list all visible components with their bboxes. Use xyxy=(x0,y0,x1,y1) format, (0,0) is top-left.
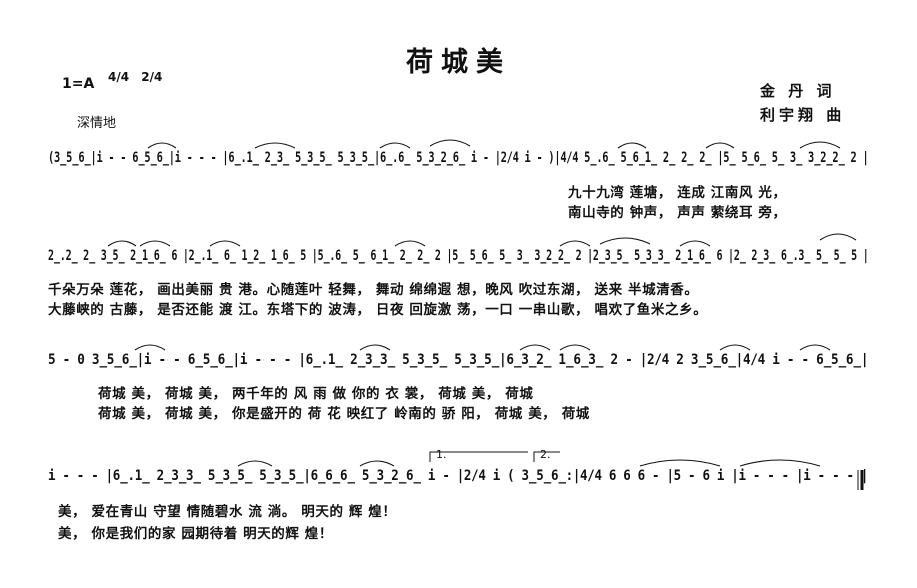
lyric-verse-2: 大藤峡的 古藤， 是否还能 渡 江。东塔下的 波涛， 日夜 回旋激 荡，一口 一… xyxy=(48,302,708,318)
slur xyxy=(719,344,751,351)
slur xyxy=(705,142,735,149)
slur xyxy=(679,240,711,247)
lyric-verse-1: 九十九湾 莲塘， 连成 江南风 光， xyxy=(568,185,787,201)
key-signature: 1=A xyxy=(62,76,95,92)
time-signature-4-4: 4/4 xyxy=(108,70,130,84)
slur xyxy=(799,344,831,351)
notation-line: (3̲5̲6̲|i - - 6̲5̲6̲|i - - - |6̲.1̲ 2̲3̲… xyxy=(48,150,869,166)
lyric-verse-1: 荷城 美， 荷城 美， 两千年的 风 雨 做 你的 衣 裳， 荷城 美， 荷城 xyxy=(98,386,534,402)
lyric-verse-1: 千朵万朵 莲花， 画出美丽 贵 港。心随莲叶 轻舞， 舞动 绵绵遐 想，晚风 吹… xyxy=(48,282,699,298)
slur xyxy=(237,460,273,467)
time-signatures: 4/4 2/4 xyxy=(108,70,170,84)
composer-credit: 利宇翔 曲 xyxy=(760,106,846,124)
slur xyxy=(429,139,471,147)
slur xyxy=(599,237,651,245)
volta-2-label: 2. xyxy=(540,448,551,461)
time-signature-2-4: 2/4 xyxy=(141,70,163,84)
score-system-1: (3̲5̲6̲|i - - 6̲5̲6̲|i - - - |6̲.1̲ 2̲3̲… xyxy=(48,150,869,166)
slur xyxy=(559,344,591,351)
lyric-verse-2: 美， 你是我们的家 园期待着 明天的辉 煌！ xyxy=(58,526,333,542)
slur xyxy=(359,344,391,351)
slur xyxy=(139,240,171,247)
slur xyxy=(134,344,166,351)
slur xyxy=(107,240,137,247)
slur xyxy=(394,240,426,247)
notation-line: i - - - |6̲.1̲ 2̲3̲3̲ 5̲3̲5̲ 5̲3̲5̲|6̲6̲… xyxy=(48,468,869,484)
score-system-3: 5 - 0 3̲5̲6̲|i - - 6̲5̲6̲|i - - - |6̲.1̲… xyxy=(48,352,868,368)
lyric-verse-1: 美， 爱在青山 守望 情随碧水 流 淌。 明天的 辉 煌！ xyxy=(58,504,397,520)
slur xyxy=(739,459,821,467)
score-system-4: i - - - |6̲.1̲ 2̲3̲3̲ 5̲3̲5̲ 5̲3̲5̲|6̲6̲… xyxy=(48,468,868,484)
slur xyxy=(617,142,647,149)
score-system-2: 2̲.2̲ 2̲ 3̲5̲ 2̲1̲6̲ 6 |2̲.1̲ 6̲ 1̲2̲ 1̲… xyxy=(48,248,869,264)
slur xyxy=(379,142,411,149)
slur xyxy=(819,233,857,241)
slur xyxy=(209,240,241,247)
lyric-verse-2: 南山寺的 钟声， 声声 萦绕耳 旁， xyxy=(568,205,787,221)
slur xyxy=(359,460,395,467)
tempo-marking: 深情地 xyxy=(77,116,117,131)
slur xyxy=(254,142,296,149)
slur xyxy=(147,142,177,149)
notation-line: 2̲.2̲ 2̲ 3̲5̲ 2̲1̲6̲ 6 |2̲.1̲ 6̲ 1̲2̲ 1̲… xyxy=(48,248,869,264)
slur xyxy=(799,141,841,149)
slur xyxy=(559,240,591,247)
lyric-verse-2: 荷城 美， 荷城 美， 你是盛开的 荷 花 映红了 岭南的 骄 阳， 荷城 美，… xyxy=(98,406,590,422)
slur xyxy=(639,459,721,467)
song-title: 荷城美 xyxy=(406,47,511,78)
slur xyxy=(519,344,551,351)
notation-line: 5 - 0 3̲5̲6̲|i - - 6̲5̲6̲|i - - - |6̲.1̲… xyxy=(48,352,869,368)
volta-1-label: 1. xyxy=(436,448,447,461)
lyricist-credit: 金 丹 词 xyxy=(760,82,836,100)
